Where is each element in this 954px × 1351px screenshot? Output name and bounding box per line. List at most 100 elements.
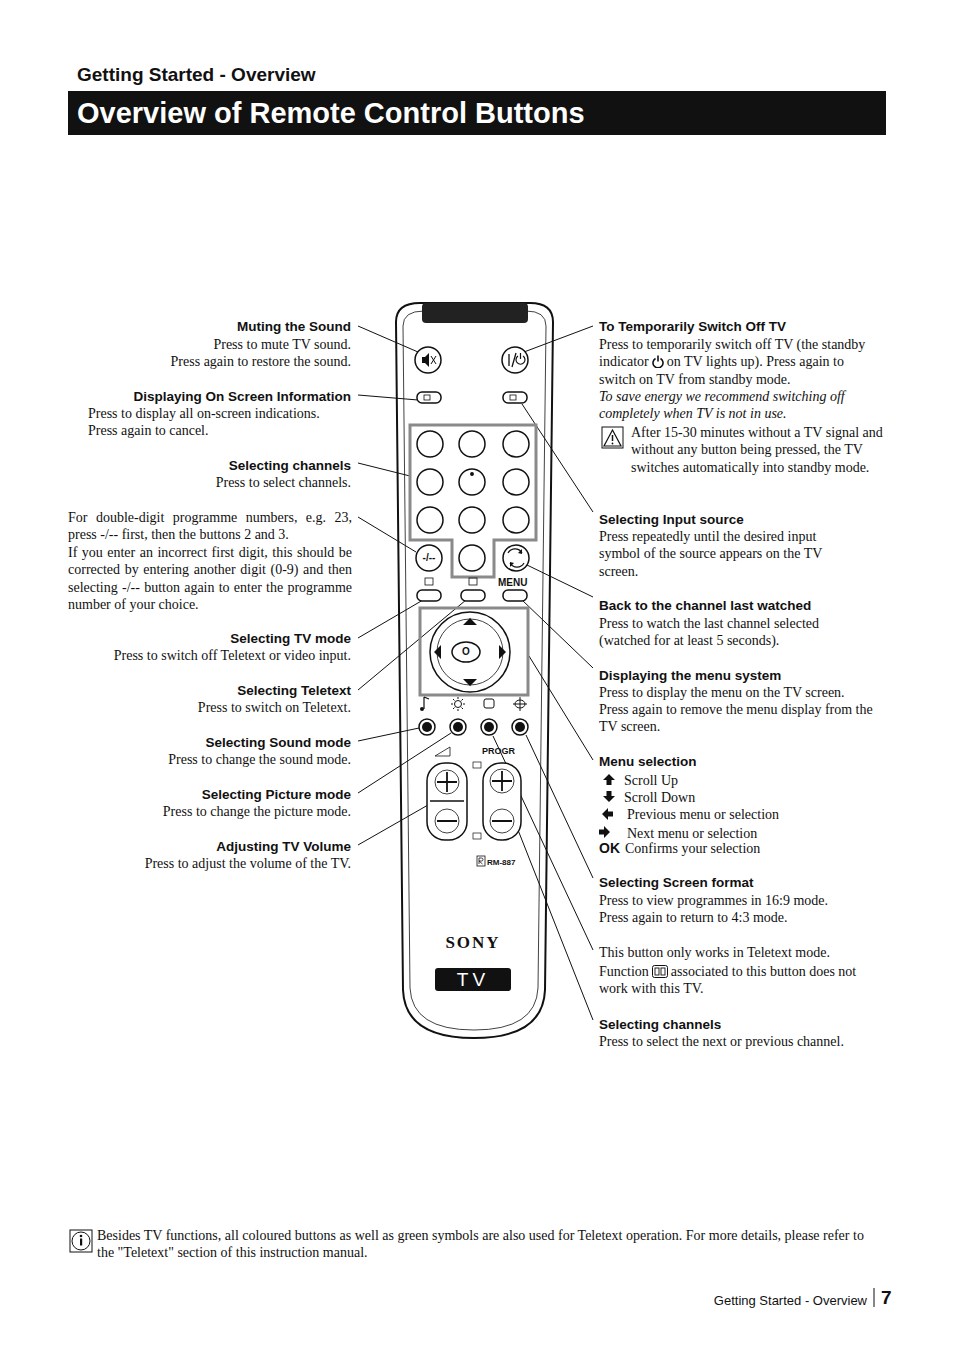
drawing-part — [422, 722, 432, 732]
progr-label: PROGR — [482, 746, 515, 757]
drawing-part — [661, 968, 665, 975]
drawing-part — [453, 722, 463, 732]
callout-text: Next menu or selection — [627, 826, 757, 841]
callout-heading-block: Muting the Sound — [51, 318, 351, 335]
drawing-part — [602, 427, 623, 448]
drawing-part — [503, 545, 529, 571]
callout-heading-block: Selecting Picture mode — [51, 786, 351, 803]
remote-body: MENUPROGRRM-887SONYTV — [394, 301, 556, 1041]
callout-text: Press to display all on-screen indicatio… — [88, 406, 320, 421]
callout-text-block: Press to watch the last channel selected… — [599, 615, 861, 650]
number-button — [459, 431, 485, 457]
drawing-part — [424, 697, 429, 709]
model-number: RM-887 — [487, 858, 515, 868]
callout-text-block: Press to adjust the volume of the TV. — [51, 855, 351, 872]
number-button — [417, 507, 443, 533]
callout-heading-block: Displaying the menu system — [599, 667, 889, 684]
drawing-part — [481, 719, 497, 735]
remote-illustration — [394, 301, 556, 1041]
callout-text-block: Press to select the next or previous cha… — [599, 1033, 889, 1050]
callout-text: Scroll Up — [624, 773, 678, 788]
drawing-part — [503, 590, 527, 601]
callout-text: Press to change the sound mode. — [168, 752, 351, 767]
drawing-part — [603, 791, 615, 802]
drawing-part — [435, 747, 450, 756]
drawing-part — [503, 392, 527, 403]
drawing-part — [422, 353, 429, 367]
callout-text: Function — [599, 964, 649, 979]
callout-heading-block: To Temporarily Switch Off TV — [599, 318, 889, 335]
drawing-part — [459, 545, 485, 571]
drawing-part — [437, 772, 457, 821]
drawing-part — [417, 590, 441, 601]
number-button — [459, 469, 485, 495]
drawing-part — [410, 425, 536, 577]
drawing-part — [416, 545, 442, 571]
menu-arrow-icons — [599, 774, 615, 838]
drawing-part — [509, 353, 516, 367]
drawing-part — [652, 966, 667, 978]
drawing-part — [425, 578, 433, 585]
tv-badge: TV — [435, 968, 511, 991]
callout-text-block: Scroll Down — [624, 789, 874, 806]
callout-text-block: Press again to restore the sound. — [51, 353, 351, 370]
callout-text: Press to display the menu on the TV scre… — [599, 685, 845, 700]
callout-text-block: Press to display the menu on the TV scre… — [599, 684, 889, 701]
power-icon — [652, 355, 664, 368]
callout-heading-block: Selecting channels — [51, 457, 351, 474]
drawing-part — [484, 722, 494, 732]
drawing-part — [515, 700, 525, 708]
page-title: Overview of Remote Control Buttons — [77, 96, 585, 130]
callout-heading: Selecting channels — [599, 1017, 721, 1032]
callout-text-block: To save energy we recommend switching of… — [599, 388, 861, 423]
callout-heading-block: Selecting Sound mode — [51, 734, 351, 751]
info-icon — [70, 1230, 92, 1252]
callout-heading-block: Selecting channels — [599, 1016, 889, 1033]
callout-text-block: Press to change the picture mode. — [51, 803, 351, 820]
drawing-part — [516, 353, 525, 364]
drawing-part — [396, 303, 553, 1038]
page-number: 7 — [881, 1287, 892, 1308]
callout-heading-block: Selecting TV mode — [51, 630, 351, 647]
brand-name: SONY — [445, 933, 500, 953]
callout-heading: Adjusting TV Volume — [216, 839, 351, 854]
drawing-part — [358, 728, 419, 741]
drawing-part — [473, 762, 481, 768]
drawing-part — [612, 443, 614, 445]
drawing-part — [430, 800, 464, 802]
button-label: -/-- — [423, 552, 436, 563]
callout-text-block: Press again to remove the menu display f… — [599, 701, 877, 736]
callout-text: Press again to restore the sound. — [171, 354, 351, 369]
footer-text-block: Getting Started - Overview — [567, 1292, 867, 1310]
drawing-part — [80, 1239, 82, 1246]
callout-heading: Selecting Picture mode — [202, 787, 351, 802]
drawing-part — [416, 545, 529, 601]
callout-heading-block: Menu selection — [599, 753, 889, 770]
drawing-part — [602, 808, 613, 820]
drawing-part — [527, 565, 593, 597]
drawing-part — [417, 431, 529, 533]
button-label-block: -/-- — [409, 551, 449, 565]
drawing-part — [484, 699, 494, 708]
drawing-part — [479, 858, 483, 864]
drawing-part — [451, 697, 465, 711]
callout-text: OK — [599, 840, 620, 856]
callout-heading: Selecting Screen format — [599, 875, 754, 890]
drawing-part — [461, 590, 485, 601]
callout-text-block: Press to view programmes in 16:9 mode. — [599, 892, 889, 909]
callout-text-block: Press to mute TV sound. — [51, 336, 351, 353]
callout-text: Press to mute TV sound. — [213, 337, 351, 352]
callout-heading-block: Selecting Screen format — [599, 874, 889, 891]
button-label: O — [462, 646, 470, 657]
drawing-part — [452, 642, 480, 662]
drawing-part — [417, 392, 441, 403]
callout-heading: Selecting TV mode — [230, 631, 351, 646]
section-heading-block: Getting Started - Overview — [77, 63, 497, 87]
callout-text: If you enter an incorrect first digit, t… — [68, 545, 352, 612]
drawing-part — [473, 833, 481, 839]
callout-text: Besides TV functions, all coloured butto… — [97, 1228, 864, 1260]
drawing-part — [469, 578, 477, 585]
drawing-part — [419, 719, 435, 735]
callout-text-block: Press to switch off Teletext or video in… — [51, 647, 351, 664]
